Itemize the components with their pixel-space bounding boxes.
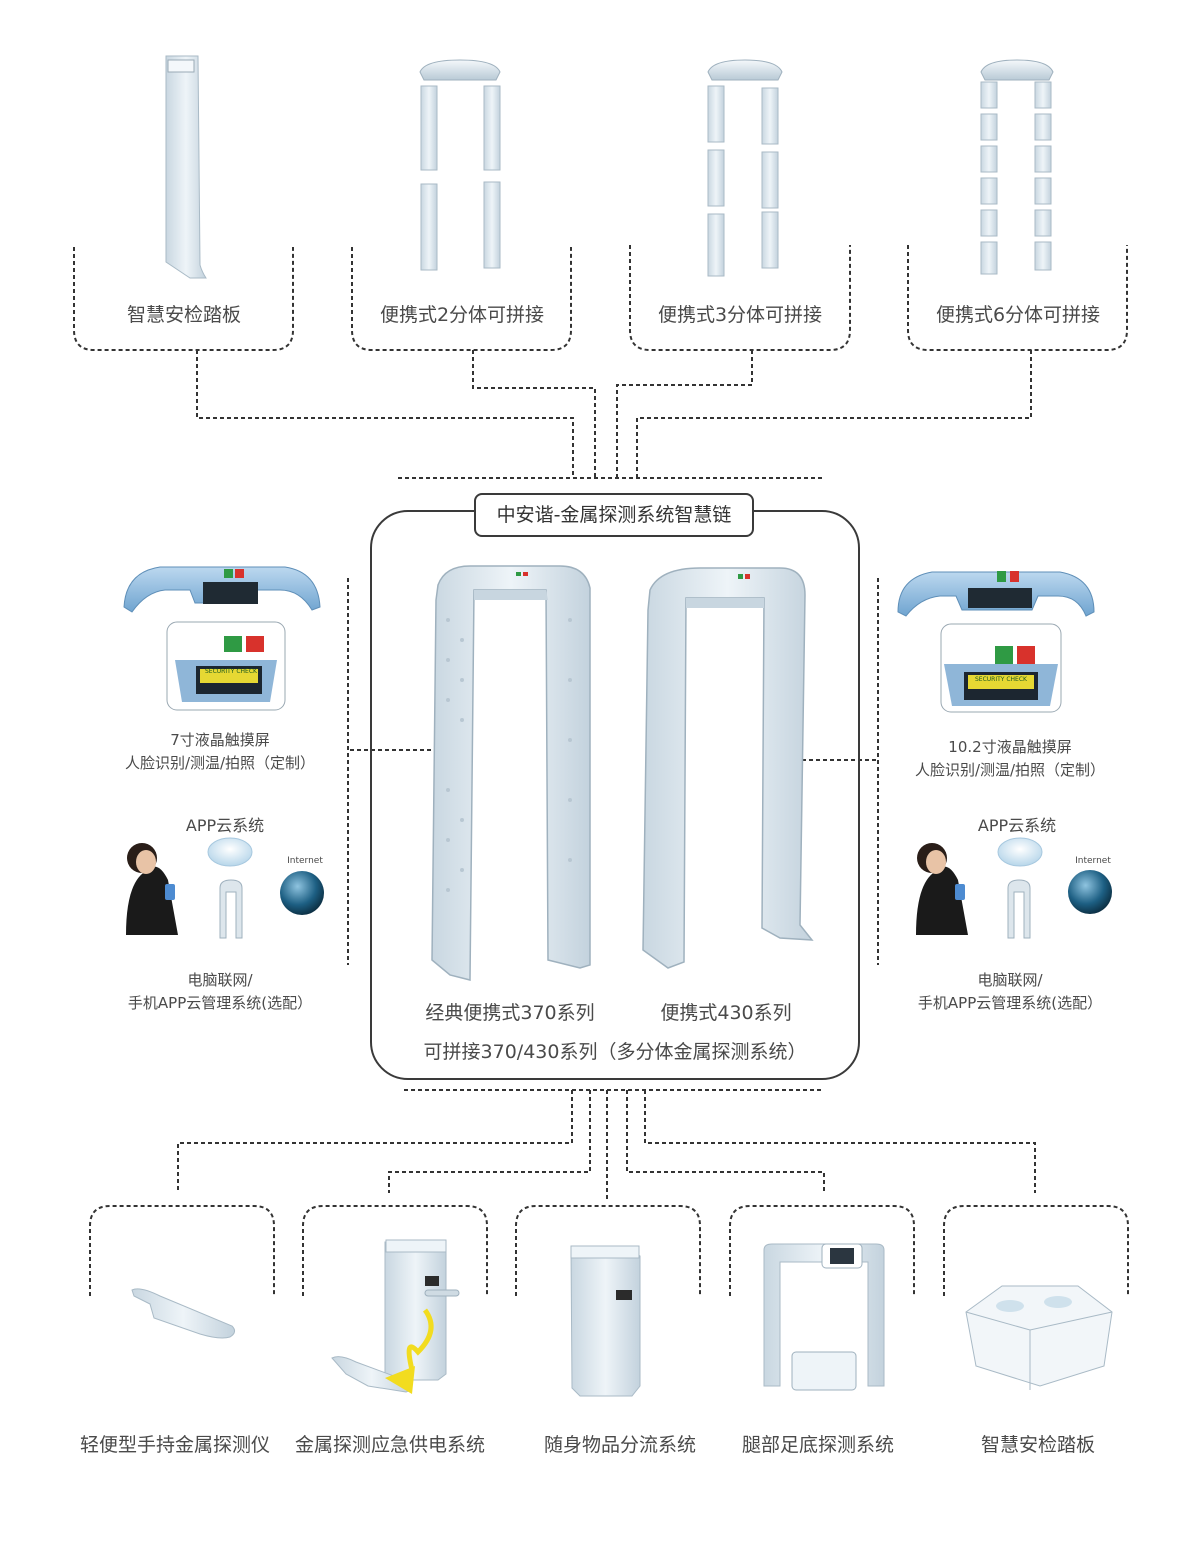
left-mgmt-label-2: 手机APP云管理系统(选配） xyxy=(127,994,313,1012)
screen-10in-closeup xyxy=(940,623,1062,713)
right-screen-label-2: 人脸识别/测温/拍照（定制） xyxy=(914,761,1106,779)
bottom-label-handheld: 轻便型手持金属探测仪 xyxy=(79,1434,270,1456)
product-leg-foot-detector xyxy=(763,1243,885,1391)
top-label-3-split: 便携式3分体可拼接 xyxy=(657,304,823,326)
label-370-series: 经典便携式370系列 xyxy=(425,1002,595,1024)
product-smart-pedal-top xyxy=(165,55,207,279)
label-430-series: 便携式430系列 xyxy=(660,1002,792,1024)
product-6-split xyxy=(980,59,1054,275)
left-app-title: APP云系统 xyxy=(185,816,265,835)
right-internet-label: Internet xyxy=(1075,856,1111,866)
bottom-label-emergency-power: 金属探测应急供电系统 xyxy=(294,1434,485,1456)
top-label-smart-pedal: 智慧安检踏板 xyxy=(126,304,241,326)
right-app-title: APP云系统 xyxy=(977,816,1057,835)
top-label-2-split: 便携式2分体可拼接 xyxy=(379,304,545,326)
app-illustration-left xyxy=(126,837,324,939)
gate-430-series xyxy=(642,567,814,969)
top-label-6-split: 便携式6分体可拼接 xyxy=(935,304,1101,326)
product-handheld-detector xyxy=(131,1288,236,1339)
screen-7in-header xyxy=(123,566,321,613)
top-connectors xyxy=(73,245,1129,1296)
product-emergency-power xyxy=(331,1239,460,1394)
screen-7in-closeup xyxy=(166,621,286,711)
center-subtitle: 可拼接370/430系列（多分体金属探测系统） xyxy=(423,1041,807,1063)
app-illustration-right xyxy=(916,837,1112,939)
left-mgmt-label-1: 电脑联网/ xyxy=(187,971,253,989)
bottom-label-item-diversion: 随身物品分流系统 xyxy=(543,1434,696,1456)
left-screen-label-1: 7寸液晶触摸屏 xyxy=(170,731,270,749)
left-screen-label-2: 人脸识别/测温/拍照（定制） xyxy=(124,754,316,772)
gate-370-series xyxy=(431,565,591,981)
center-system-frame xyxy=(370,510,860,1080)
right-screen-label-1: 10.2寸液晶触摸屏 xyxy=(948,738,1072,756)
product-2-split xyxy=(419,59,501,271)
center-title: 中安谐-金属探测系统智慧链 xyxy=(474,493,754,537)
right-mgmt-label-1: 电脑联网/ xyxy=(977,971,1043,989)
right-mgmt-label-2: 手机APP云管理系统(选配） xyxy=(917,994,1103,1012)
left-screen-badge: SECURITY CHECK xyxy=(205,668,257,675)
right-screen-badge: SECURITY CHECK xyxy=(975,676,1027,683)
product-smart-pedal-bottom xyxy=(965,1285,1113,1390)
product-3-split xyxy=(707,59,783,277)
product-item-diversion xyxy=(570,1245,641,1397)
screen-10in-header xyxy=(897,571,1095,617)
bottom-label-smart-pedal: 智慧安检踏板 xyxy=(980,1434,1095,1456)
left-internet-label: Internet xyxy=(287,856,323,866)
bottom-label-leg-foot: 腿部足底探测系统 xyxy=(741,1434,894,1456)
